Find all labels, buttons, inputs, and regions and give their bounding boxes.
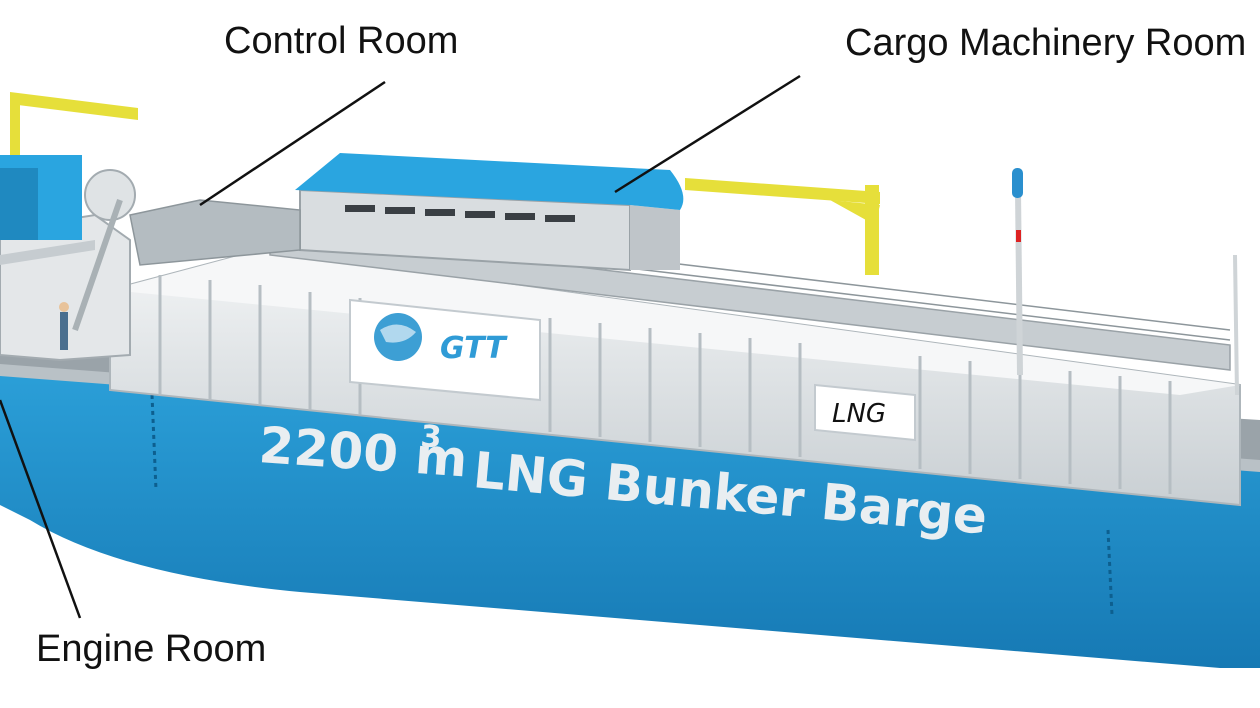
mast: [1233, 254, 1239, 396]
midship-crane: [685, 178, 880, 275]
crew-figure: [59, 302, 69, 350]
lng-sign: LNG: [814, 383, 916, 442]
callout-cargo-machinery-room: Cargo Machinery Room: [845, 22, 1247, 64]
callout-control-room: Control Room: [224, 20, 459, 62]
stair: [72, 199, 123, 331]
callout-engine-room: Engine Room: [36, 628, 267, 670]
engine-room-block: [0, 155, 136, 362]
hull-title-sup: 3: [419, 419, 442, 455]
mast: [1012, 168, 1023, 376]
gtt-logo-text: GTT: [440, 331, 508, 366]
leader-line-cargo-machinery-room: [614, 74, 801, 194]
room-windows: [345, 205, 575, 222]
cargo-machinery-room-roof: [295, 153, 684, 210]
leader-line-engine-room: [0, 399, 82, 619]
lng-sign-text: LNG: [832, 399, 886, 429]
control-room-deck: [129, 199, 301, 266]
cargo-machinery-room: [295, 153, 684, 272]
leader-line-control-room: [199, 80, 386, 207]
hull-ladder: [1106, 529, 1114, 616]
aft-crane: [10, 92, 138, 155]
funnel: [84, 169, 136, 221]
gtt-logo-panel: GTT: [349, 298, 541, 402]
